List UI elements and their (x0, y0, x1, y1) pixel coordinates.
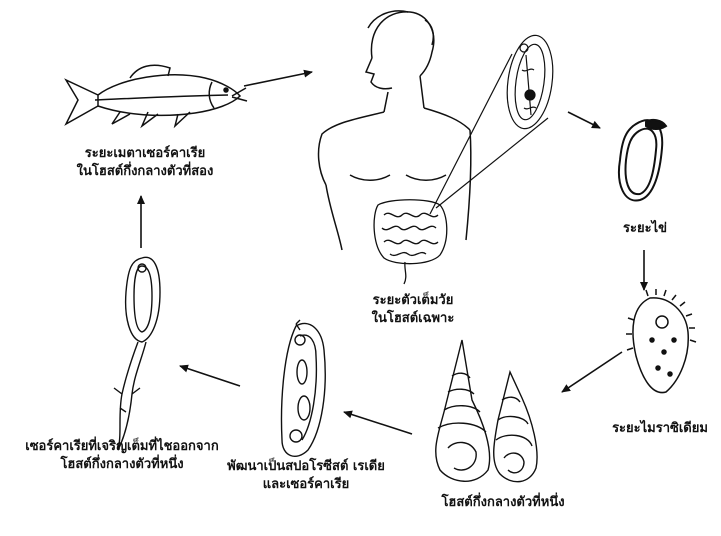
arrow-fish-to-human (244, 72, 312, 86)
label-cercaria-line1: เซอร์คาเรียที่เจริญเต็มที่ไชออกจาก (2, 438, 242, 456)
label-cercaria: เซอร์คาเรียที่เจริญเต็มที่ไชออกจาก โฮสต์… (2, 438, 242, 474)
label-metacercaria: ระยะเมตาเซอร์คาเรีย ในโฮสต์กึ่งกลางตัวที… (60, 145, 230, 181)
label-egg: ระยะไข่ (615, 220, 675, 238)
label-miracidium-line1: ระยะไมราซิเดียม (601, 420, 719, 438)
label-miracidium: ระยะไมราซิเดียม (601, 420, 719, 438)
fish-illustration (66, 65, 247, 126)
arrow-human-to-egg (568, 112, 600, 128)
cercaria-illustration (114, 257, 160, 450)
cycle-arrows (141, 72, 644, 434)
egg-illustration (619, 120, 666, 201)
label-adult-line1: ระยะตัวเต็มวัย (348, 292, 478, 310)
arrow-miracidium-to-snail (562, 352, 622, 392)
arrow-snail-to-redia (344, 412, 412, 434)
label-snail-host-line1: โฮสต์กึ่งกลางตัวที่หนึ่ง (418, 494, 588, 512)
adult-fluke-illustration (430, 32, 558, 214)
redia-illustration (282, 320, 326, 456)
label-metacercaria-line2: ในโฮสต์กึ่งกลางตัวที่สอง (60, 163, 230, 181)
arrow-redia-to-cercaria (180, 366, 240, 386)
snail-host-illustration (436, 340, 537, 482)
label-egg-line1: ระยะไข่ (615, 220, 675, 238)
label-sporocyst-line2: และเซอร์คาเรีย (206, 476, 406, 494)
intestine-illustration (374, 200, 447, 284)
label-cercaria-line2: โฮสต์กึ่งกลางตัวที่หนึ่ง (2, 456, 242, 474)
label-snail-host: โฮสต์กึ่งกลางตัวที่หนึ่ง (418, 494, 588, 512)
label-metacercaria-line1: ระยะเมตาเซอร์คาเรีย (60, 145, 230, 163)
label-adult: ระยะตัวเต็มวัย ในโฮสต์เฉพาะ (348, 292, 478, 328)
label-adult-line2: ในโฮสต์เฉพาะ (348, 310, 478, 328)
human-host-illustration (319, 11, 471, 250)
miracidium-illustration (626, 289, 696, 393)
